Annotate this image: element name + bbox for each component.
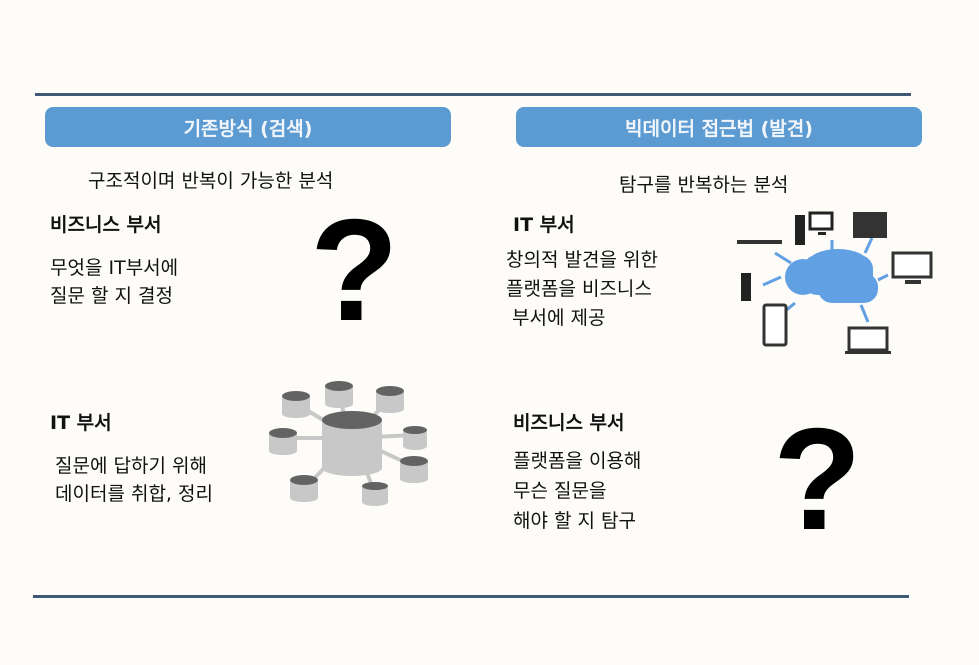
desc-line: 플랫폼을 이용해 xyxy=(513,450,642,472)
right-business-title: 비즈니스 부서 xyxy=(513,412,625,434)
question-mark-icon: ? xyxy=(310,189,399,351)
desc-line: 해야 할 지 탐구 xyxy=(513,510,636,532)
database-network-icon xyxy=(269,381,428,506)
desc-line: 부서에 제공 xyxy=(506,307,606,329)
desc-line: 창의적 발견을 위한 xyxy=(506,249,658,271)
bottom-divider xyxy=(33,595,909,598)
left-subtitle: 구조적이며 반복이 가능한 분석 xyxy=(88,170,334,192)
left-business-title: 비즈니스 부서 xyxy=(50,214,162,236)
left-it-title: IT 부서 xyxy=(50,412,112,434)
left-header-label: 기존방식 (검색) xyxy=(183,117,313,140)
desc-line: 질문에 답하기 위해 xyxy=(55,455,207,477)
left-header: 기존방식 (검색) xyxy=(45,107,451,147)
right-subtitle: 탐구를 반복하는 분석 xyxy=(619,174,789,196)
right-it-desc: 창의적 발견을 위한 플랫폼을 비즈니스 부서에 제공 xyxy=(506,246,658,333)
desc-line: 플랫폼을 비즈니스 xyxy=(506,278,652,300)
right-it-title: IT 부서 xyxy=(513,214,575,236)
question-mark-icon: ? xyxy=(773,398,862,560)
desc-line: 무슨 질문을 xyxy=(513,480,607,502)
desc-line: 질문 할 지 결정 xyxy=(50,285,173,307)
right-header-label: 빅데이터 접근법 (발견) xyxy=(625,117,813,140)
top-divider xyxy=(35,93,911,96)
left-it-desc: 질문에 답하기 위해 데이터를 취합, 정리 xyxy=(55,452,213,508)
desc-line: 데이터를 취합, 정리 xyxy=(55,483,213,505)
right-business-desc: 플랫폼을 이용해 무슨 질문을 해야 할 지 탐구 xyxy=(513,446,641,536)
cloud-network-icon xyxy=(737,211,933,354)
right-header: 빅데이터 접근법 (발견) xyxy=(516,107,922,147)
desc-line: 무엇을 IT부서에 xyxy=(50,257,179,279)
left-business-desc: 무엇을 IT부서에 질문 할 지 결정 xyxy=(50,254,178,310)
